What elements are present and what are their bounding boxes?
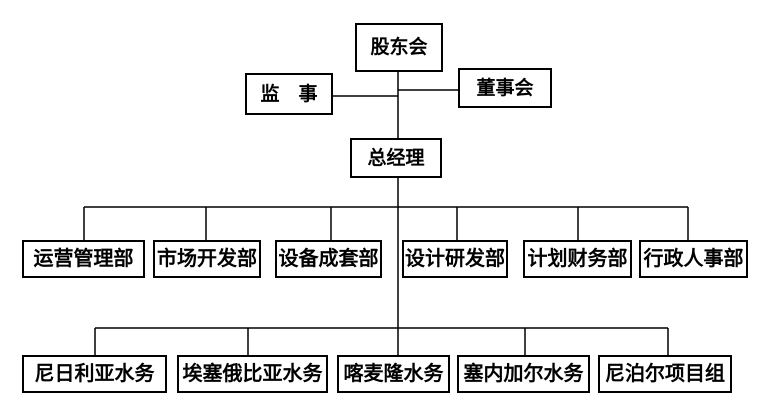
node-project-ethiopia-water: 埃塞俄比亚水务 <box>177 355 328 393</box>
node-dept-planning-finance: 计划财务部 <box>523 240 632 278</box>
node-dept-market-development: 市场开发部 <box>153 240 261 278</box>
node-dept-design-rnd: 设计研发部 <box>402 240 508 278</box>
node-shareholders-meeting: 股东会 <box>355 23 443 72</box>
node-project-nepal-group: 尼泊尔项目组 <box>598 355 732 393</box>
node-project-cameroon-water: 喀麦隆水务 <box>337 355 450 393</box>
node-dept-equipment-assembly: 设备成套部 <box>275 240 382 278</box>
node-dept-operations-management: 运营管理部 <box>22 240 145 278</box>
node-supervisor: 监 事 <box>245 73 333 115</box>
node-project-senegal-water: 塞内加尔水务 <box>457 355 590 393</box>
node-dept-admin-hr: 行政人事部 <box>639 240 748 278</box>
node-general-manager: 总经理 <box>350 138 442 178</box>
node-project-nigeria-water: 尼日利亚水务 <box>22 355 167 393</box>
node-board-of-directors: 董事会 <box>458 68 552 108</box>
